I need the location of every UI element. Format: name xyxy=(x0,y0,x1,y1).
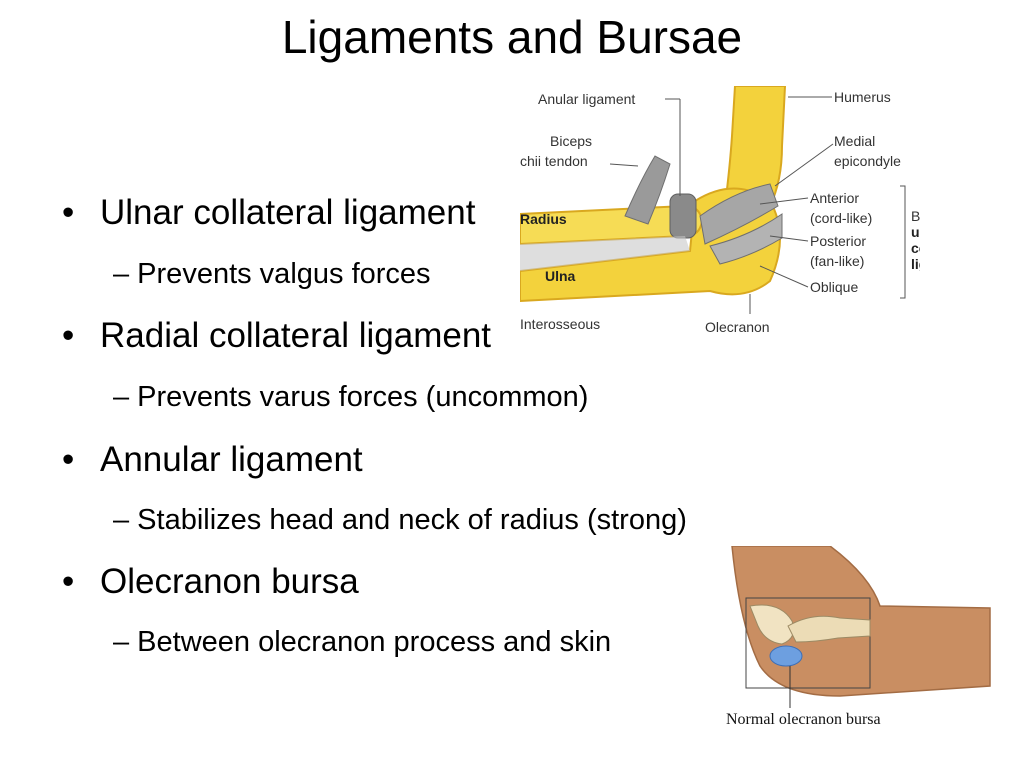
sub-bullet-valgus: – Prevents valgus forces xyxy=(113,258,431,290)
bullet-text: Annular ligament xyxy=(100,440,363,479)
sub-bullet-between: – Between olecranon process and skin xyxy=(113,626,612,658)
bullet-dot: • xyxy=(62,440,75,479)
label-epicondyle: epicondyle xyxy=(834,153,901,169)
label-interosseous: Interosseous xyxy=(520,316,600,332)
humerus-end xyxy=(749,604,795,645)
ulna-end xyxy=(787,615,871,643)
label-anterior: Anterior xyxy=(810,190,859,206)
label-medial: Medial xyxy=(834,133,875,149)
label-ligament: ligament xyxy=(911,256,920,272)
anterior-band xyxy=(699,183,779,245)
leader-lines xyxy=(609,96,906,314)
olecranon-bursa-figure: Normal olecranon bursa xyxy=(720,546,1000,738)
label-fan-like: (fan-like) xyxy=(810,253,864,269)
bullet-text: Ulnar collateral ligament xyxy=(100,193,476,232)
label-anular: Anular ligament xyxy=(538,91,635,107)
label-olecranon: Olecranon xyxy=(705,319,770,335)
sub-bullet-stabilizes: – Stabilizes head and neck of radius (st… xyxy=(113,504,687,536)
label-ulnar: ulnar xyxy=(911,224,920,240)
label-humerus: Humerus xyxy=(834,89,891,105)
biceps-tendon xyxy=(624,155,671,225)
label-oblique: Oblique xyxy=(810,279,858,295)
label-ulna: Ulna xyxy=(545,268,576,284)
elbow-ligament-figure: Anular ligament Biceps chii tendon Radiu… xyxy=(520,86,920,340)
label-collateral: collateral xyxy=(911,240,920,256)
sub-bullet-varus: – Prevents varus forces (uncommon) xyxy=(113,381,589,413)
bullet-dot: • xyxy=(62,193,75,232)
bullet-dot: • xyxy=(62,562,75,601)
inset-box xyxy=(745,597,871,689)
label-biceps-tendon: chii tendon xyxy=(520,153,588,169)
label-bands-of: Bands of xyxy=(911,208,920,224)
bullet-dot: • xyxy=(62,316,75,355)
slide-title: Ligaments and Bursae xyxy=(281,11,743,63)
label-biceps: Biceps xyxy=(550,133,592,149)
bullet-text: Radial collateral ligament xyxy=(100,316,492,355)
label-posterior: Posterior xyxy=(810,233,866,249)
interosseous-membrane xyxy=(520,236,690,271)
bullet-text: Olecranon bursa xyxy=(100,562,359,601)
label-radius: Radius xyxy=(520,211,567,227)
annular-ligament xyxy=(669,193,697,239)
bursa-caption: Normal olecranon bursa xyxy=(726,711,881,728)
olecranon-bursa xyxy=(769,645,803,667)
label-cord-like: (cord-like) xyxy=(810,210,872,226)
